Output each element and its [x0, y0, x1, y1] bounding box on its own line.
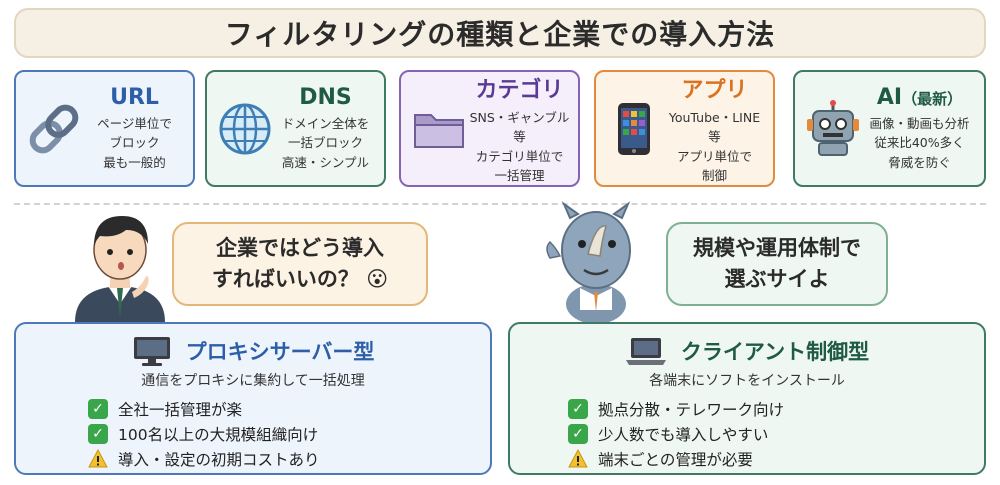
category-title: AI（最新）: [876, 84, 963, 110]
speech-bubble-question: 企業ではどう導入 すればいいの？ 😮: [172, 222, 428, 306]
category-card-ai: AI（最新） 画像・動画も分析従来比40%多く脅威を防ぐ: [793, 70, 986, 187]
list-item: 端末ごとの管理が必要: [568, 446, 984, 471]
check-icon: ✓: [88, 423, 108, 444]
panel-subtitle: 通信をプロキシに集約して一括処理: [141, 373, 365, 389]
folder-icon: [414, 113, 464, 148]
surprised-emoji-icon: 😮: [366, 267, 389, 291]
list-item: ✓少人数でも導入しやすい: [568, 421, 984, 446]
category-desc: ページ単位でブロック最も一般的: [97, 115, 172, 170]
laptop-icon: [625, 338, 666, 365]
category-desc: ドメイン全体を一括ブロック高速・シンプル: [281, 115, 370, 170]
category-card-dns: DNS ドメイン全体を一括ブロック高速・シンプル: [205, 70, 386, 187]
smartphone-icon: [618, 102, 650, 155]
chain-link-icon: [29, 104, 79, 153]
section-divider: [14, 203, 986, 205]
category-title: DNS: [299, 84, 352, 110]
category-card-url: URL ページ単位でブロック最も一般的: [14, 70, 195, 187]
page-title: フィルタリングの種類と企業での導入方法: [14, 8, 986, 58]
list-item: ✓100名以上の大規模組織向け: [88, 421, 490, 446]
category-title: カテゴリ: [475, 77, 564, 103]
robot-icon: [807, 99, 859, 156]
check-icon: ✓: [568, 423, 588, 444]
desktop-monitor-icon: [133, 337, 170, 366]
category-title: アプリ: [681, 77, 748, 103]
category-desc: 画像・動画も分析従来比40%多く脅威を防ぐ: [869, 115, 970, 170]
list-item: 導入・設定の初期コストあり: [88, 446, 490, 471]
speech-bubble-answer: 規模や運用体制で 選ぶサイよ: [666, 222, 888, 306]
proxy-server-panel: プロキシサーバー型 通信をプロキシに集約して一括処理 ✓全社一括管理が楽 ✓10…: [14, 322, 492, 475]
warning-icon: [568, 448, 588, 467]
businessman-illustration: [75, 216, 165, 322]
panel-title: クライアント制御型: [680, 340, 870, 364]
category-card-category: カテゴリ SNS・ギャンブル等カテゴリ単位で一括管理: [399, 70, 580, 187]
category-title: URL: [110, 84, 159, 110]
category-desc: SNS・ギャンブル等カテゴリ単位で一括管理: [469, 109, 570, 183]
list-item: ✓拠点分散・テレワーク向け: [568, 396, 984, 421]
category-card-app: アプリ YouTube・LINE等アプリ単位で制御: [594, 70, 775, 187]
globe-icon: [219, 103, 271, 154]
warning-icon: [88, 448, 108, 467]
category-desc: YouTube・LINE等アプリ単位で制御: [668, 109, 761, 183]
panel-title: プロキシサーバー型: [185, 340, 375, 364]
rhino-mascot-illustration: [546, 201, 631, 322]
client-control-panel: クライアント制御型 各端末にソフトをインストール ✓拠点分散・テレワーク向け ✓…: [508, 322, 986, 475]
list-item: ✓全社一括管理が楽: [88, 396, 490, 421]
panel-subtitle: 各端末にソフトをインストール: [649, 373, 845, 389]
check-icon: ✓: [88, 398, 108, 419]
check-icon: ✓: [568, 398, 588, 419]
